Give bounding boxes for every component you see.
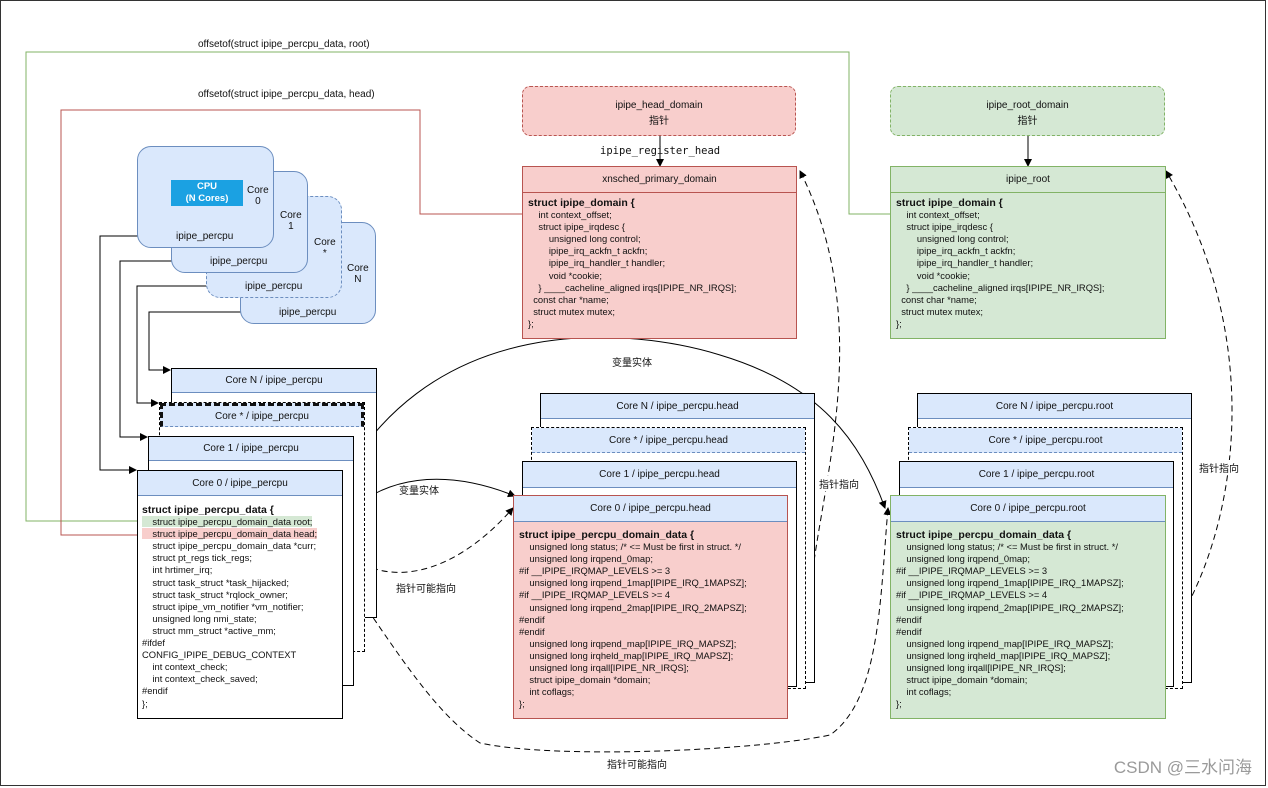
maybe-point-label-bottom: 指针可能指向 — [607, 760, 667, 771]
root-domain-pointer-box: ipipe_root_domain 指针 — [890, 86, 1165, 136]
percpu-code: struct ipipe_percpu_data { struct ipipe_… — [142, 504, 318, 710]
xnsched-primary-domain-box: xnsched_primary_domain struct ipipe_doma… — [522, 166, 797, 339]
offset-root-connector — [25, 51, 897, 525]
core-label-star: Core * — [314, 237, 336, 259]
var-entity-label-top: 变量实体 — [612, 358, 652, 369]
root-card-0: Core 0 / ipipe_percpu.root struct ipipe_… — [890, 495, 1166, 719]
ipipe-root-code: struct ipipe_domain { int context_offset… — [896, 197, 1104, 330]
percpu-core0-connector — [99, 235, 164, 474]
xnsched-code-body: int context_offset; struct ipipe_irqdesc… — [528, 209, 737, 329]
ipipe-root-title: ipipe_root — [891, 167, 1165, 193]
core-label-N: Core N — [347, 263, 369, 285]
cpu-chip-line1: CPU — [196, 181, 218, 192]
xnsched-code-head: struct ipipe_domain { — [528, 197, 635, 209]
percpu-corestar-connector — [136, 285, 232, 407]
maybe-point-label-mid: 指针可能指向 — [396, 584, 456, 595]
head-title-1: Core 1 / ipipe_percpu.head — [523, 462, 796, 488]
percpu-card-0: Core 0 / ipipe_percpu struct ipipe_percp… — [137, 470, 343, 719]
csdn-watermark: CSDN @三水问海 — [1113, 758, 1252, 777]
maybe-point-bottom-curve — [327, 507, 892, 753]
root-title-0: Core 0 / ipipe_percpu.root — [891, 496, 1165, 522]
root-title-star: Core * / ipipe_percpu.root — [909, 428, 1182, 453]
percpu-title-0: Core 0 / ipipe_percpu — [138, 471, 342, 496]
ipipe-root-box: ipipe_root struct ipipe_domain { int con… — [890, 166, 1166, 339]
root-title-N: Core N / ipipe_percpu.root — [918, 394, 1191, 419]
offset-head-label: offsetof(struct ipipe_percpu_data, head) — [198, 89, 375, 100]
xnsched-title: xnsched_primary_domain — [523, 167, 796, 193]
head-code-body: unsigned long status; /* <= Must be firs… — [519, 541, 747, 710]
core-percpu-0: ipipe_percpu — [176, 231, 234, 242]
cpu-chip-line2: (N Cores) — [185, 193, 229, 204]
head-code-head: struct ipipe_percpu_domain_data { — [519, 529, 695, 541]
head-domain-sub: 指针 — [649, 116, 669, 127]
core-percpu-1: ipipe_percpu — [210, 256, 268, 267]
head-title-star: Core * / ipipe_percpu.head — [532, 428, 805, 453]
core-label-1: Core 1 — [280, 210, 302, 232]
cpu-chip: CPU (N Cores) — [171, 180, 243, 206]
percpu-code-head: struct ipipe_percpu_data { — [142, 504, 274, 516]
percpu-title-star: Core * / ipipe_percpu — [160, 403, 364, 427]
xnsched-code: struct ipipe_domain { int context_offset… — [528, 197, 736, 330]
core-percpu-star: ipipe_percpu — [245, 281, 303, 292]
pointer-root-label: 指针指向 — [1199, 460, 1239, 475]
percpu-coreN-connector — [148, 311, 266, 374]
head-title-0: Core 0 / ipipe_percpu.head — [514, 496, 787, 522]
offset-head-connector — [60, 109, 548, 539]
root-domain-title: ipipe_root_domain — [986, 100, 1069, 111]
percpu-code-body: struct ipipe_percpu_domain_data *curr; s… — [142, 540, 317, 709]
percpu-head-field: struct ipipe_percpu_domain_data head; — [142, 528, 318, 540]
root-code-head: struct ipipe_percpu_domain_data { — [896, 529, 1072, 541]
head-domain-pointer-box: ipipe_head_domain 指针 — [522, 86, 796, 136]
head-code: struct ipipe_percpu_domain_data { unsign… — [519, 529, 747, 710]
percpu-title-1: Core 1 / ipipe_percpu — [149, 437, 353, 461]
core-percpu-N: ipipe_percpu — [279, 307, 337, 318]
cpu-card-core0: CPU (N Cores) Core 0 ipipe_percpu — [137, 146, 274, 248]
percpu-core1-connector — [119, 260, 198, 441]
percpu-title-N: Core N / ipipe_percpu — [172, 369, 376, 393]
register-head-label: ipipe_register_head — [600, 145, 721, 157]
head-title-N: Core N / ipipe_percpu.head — [541, 394, 814, 419]
core-label-0: Core 0 — [247, 185, 269, 207]
var-entity-root-curve — [326, 336, 887, 511]
ipipe-root-code-body: int context_offset; struct ipipe_irqdesc… — [896, 209, 1105, 329]
head-domain-title: ipipe_head_domain — [615, 100, 703, 111]
var-entity-label-mid: 变量实体 — [399, 486, 439, 497]
root-code-body: unsigned long status; /* <= Must be firs… — [896, 541, 1124, 710]
root-code: struct ipipe_percpu_domain_data { unsign… — [896, 529, 1124, 710]
offset-root-label: offsetof(struct ipipe_percpu_data, root) — [198, 39, 370, 50]
root-title-1: Core 1 / ipipe_percpu.root — [900, 462, 1173, 488]
root-domain-sub: 指针 — [1017, 116, 1038, 127]
pointer-head-label: 指针指向 — [819, 476, 859, 491]
head-card-0: Core 0 / ipipe_percpu.head struct ipipe_… — [513, 495, 788, 719]
ipipe-root-code-head: struct ipipe_domain { — [896, 197, 1003, 209]
percpu-root-field: struct ipipe_percpu_domain_data root; — [142, 516, 313, 528]
